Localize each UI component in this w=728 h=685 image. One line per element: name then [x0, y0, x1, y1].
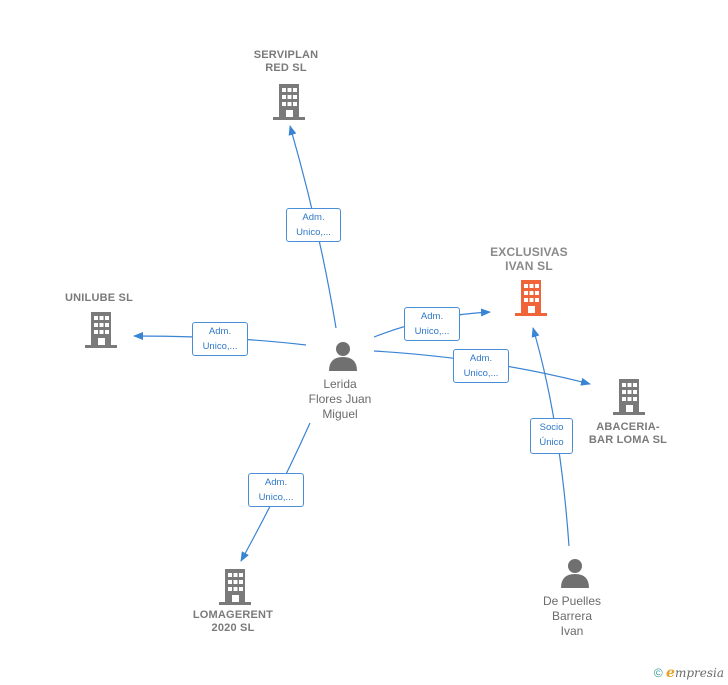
company-label-serviplan[interactable]: SERVIPLAN RED SL	[253, 49, 319, 74]
copyright-symbol: ©	[653, 666, 663, 680]
brand-footer: © empresia	[654, 665, 724, 681]
brand-logo: empresia	[666, 665, 724, 681]
building-icon	[85, 312, 117, 348]
building-focus-icon	[515, 280, 547, 316]
person-icon	[561, 559, 589, 588]
edge-label-socio[interactable]: Socio Único	[530, 418, 573, 454]
person-label-lerida[interactable]: Lerida Flores Juan Miguel	[308, 377, 372, 421]
building-icon	[613, 379, 645, 415]
edge-label-abaceria[interactable]: Adm. Unico,...	[453, 349, 509, 383]
edge-label-serviplan[interactable]: Adm. Unico,...	[286, 208, 341, 242]
edge-label-lomagerent[interactable]: Adm. Unico,...	[248, 473, 304, 507]
person-label-depuelles[interactable]: De Puelles Barrera Ivan	[542, 594, 602, 638]
building-icon	[273, 84, 305, 120]
edge-label-unilube[interactable]: Adm. Unico,...	[192, 322, 248, 356]
company-label-unilube[interactable]: UNILUBE SL	[65, 292, 133, 304]
company-label-abaceria[interactable]: ABACERIA- BAR LOMA SL	[588, 421, 668, 446]
person-icon	[329, 342, 357, 371]
company-label-exclusivas[interactable]: EXCLUSIVAS IVAN SL	[490, 245, 568, 273]
edge-label-exclusivas[interactable]: Adm. Unico,...	[404, 307, 460, 341]
building-icon	[219, 569, 251, 605]
company-label-lomagerent[interactable]: LOMAGERENT 2020 SL	[192, 609, 274, 634]
